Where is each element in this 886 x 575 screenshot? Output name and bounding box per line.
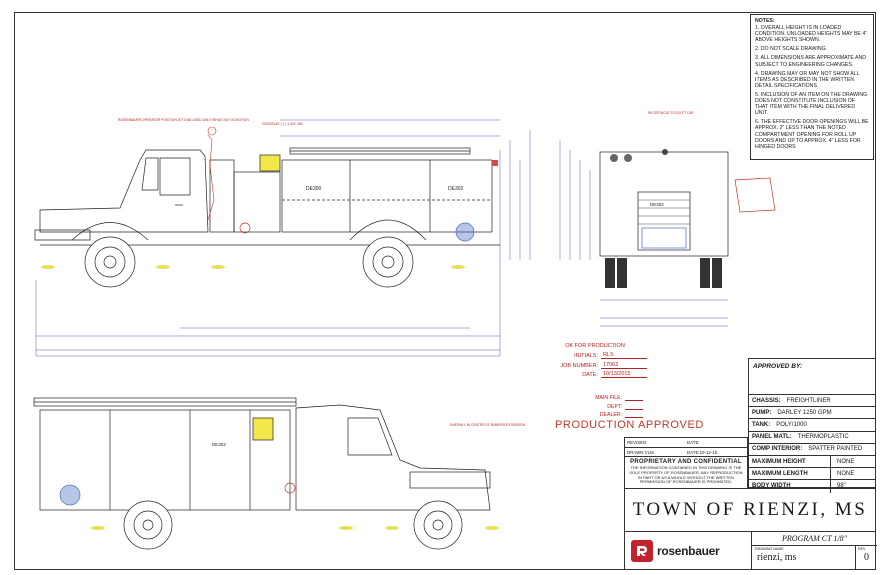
proprietary-body: THE INFORMATION CONTAINED IN THIS DRAWIN… [629,465,743,485]
tank-label: TANK: [752,421,771,428]
drawing-name-caption: DRAWING NAME [755,547,784,551]
rear-compartment [637,191,691,251]
job-number-value: 17062 [601,362,647,369]
yellow-tank-fill [259,154,281,172]
panel-value: THERMOPLASTIC [797,434,849,441]
initials-label: INITIALS: [574,353,598,359]
main-file-label: MAIN FILE: [595,395,622,401]
spec-table: APPROVED BY: CHASSIS: FREIGHTLINER PUMP: D… [748,358,876,493]
pump-label: PUMP: [752,409,772,416]
rev-value: 0 [864,552,869,563]
cab-door [159,157,191,196]
initials-value: RLS [601,352,647,359]
rev-caption: REV [858,547,866,551]
cab-lower [295,404,491,511]
body-width-label: BODY WIDTH [752,483,791,490]
yellow-tank-lower [252,417,274,441]
pump-panel [233,171,281,233]
production-approved-stamp: PRODUCTION APPROVED [555,419,704,431]
crosslay-callout: CROSSLAY ( 1 ) 1-3/4" 150' [262,122,303,126]
chassis-label: CHASSIS: [752,397,781,404]
cab-window-lower [347,417,393,456]
bumper-callout: KNEEHILL IN CENTER OF BUMPER EXTENSION [450,423,526,427]
note-5: 5. INCLUSION OF AN ITEM ON THE DRAWING D… [755,91,868,117]
max-height-value: NONE [830,455,854,468]
panel-label: PANEL MATL: [752,434,792,441]
rosenbauer-logo: rosenbauer [631,540,739,562]
rosenbauer-wordmark: rosenbauer [657,544,720,558]
dept-label: DEPT: [607,403,622,410]
customer-title: TOWN OF RIENZI, MS [624,488,876,532]
rear-step [641,227,687,249]
drawing-name-value: rienzi, ms [757,552,797,563]
notes-box: NOTES: 1. OVERALL HEIGHT IS IN LOADED CO… [750,14,874,160]
hood-lower [409,471,491,489]
max-height-label: MAXIMUM HEIGHT [752,458,806,465]
date-value: 10/13/2015 [601,371,647,378]
front-wheel [84,236,136,288]
revision-table: REVISED DATE: DRAWN VLM DATE:10-12-15 [624,437,748,457]
chassis-value: FREIGHTLINER [786,397,831,404]
dealer-value [625,412,643,418]
max-length-value: NONE [830,468,854,480]
rosenbauer-mark-icon [631,540,653,562]
drawing-sheet [14,12,876,570]
cab-window [141,157,159,191]
dealer-label: DEALER: [599,412,622,418]
body-width-value: 98" [830,480,846,493]
revision-number: REV 0 [855,546,877,570]
note-4: 4. DRAWING MAY OR MAY NOT SHOW ALL ITEMS… [755,70,860,89]
revised-date-label: DATE: [687,440,700,445]
compartment-label-side: DE300 [306,186,322,192]
comp-interior-label: COMP INTERIOR: [752,446,803,453]
rear-body [599,151,729,257]
drawn-date: DATE:10-12-15 [687,450,718,455]
comp-interior-value: SPATTER PAINTED [808,446,863,453]
receptacle-callout: RECEPTACLE TO GO FT CAP [648,111,695,115]
production-title: OK FOR PRODUCTION [565,343,625,349]
main-file-value [625,395,643,401]
rear-dimensions [559,140,728,327]
rear-view [599,149,776,288]
notes-heading: NOTES: [755,18,775,24]
approved-by: APPROVED BY: [749,359,875,395]
proprietary-notice: PROPRIETARY AND CONFIDENTIAL THE INFORMA… [624,457,748,489]
title-block-footer: rosenbauer PROGRAM CT 1/8" DRAWING NAME … [624,532,877,570]
note-1: 1. OVERALL HEIGHT IS IN LOADED CONDITION… [755,25,868,44]
operator-callout: ROSENBAUER OPERATOR POSITION IS TO BE US… [118,118,249,122]
side-dimensions [35,119,531,357]
side-view-driver [34,126,500,288]
dept-value [625,404,643,410]
compartment-label-lower: DE302 [212,442,226,447]
front-wheel-lower [413,500,463,550]
drawn-label: DRAWN VLM [627,450,654,455]
rear-compartment-label: DE302 [650,202,664,207]
date-label: DATE: [582,372,598,378]
proprietary-title: PROPRIETARY AND CONFIDENTIAL [630,459,742,465]
rear-wheel-lower [123,500,173,550]
drawing-name: DRAWING NAME rienzi, ms [751,546,855,570]
job-number-label: JOB NUMBER: [560,362,598,369]
revised-label: REVISED [627,440,647,445]
program-label: PROGRAM CT 1/8" [751,532,877,546]
body [281,159,493,233]
note-6: 6. THE EFFECTIVE DOOR OPENINGS WILL BE A… [755,119,869,150]
file-info: MAIN FILE: DEPT: DEALER: [586,395,643,421]
max-length-label: MAXIMUM LENGTH [752,470,808,477]
note-3: 3. ALL DIMENSIONS ARE APPROXIMATE AND SU… [755,55,866,68]
pump-value: DARLEY 1250 GPM [777,409,832,416]
rear-wheel [362,236,414,288]
compartment-label-side-2: DE302 [448,186,464,192]
cab-outline [39,149,209,233]
tank-value: POLY/1000 [776,421,807,428]
side-view-officer [33,397,499,550]
note-2: 2. DO NOT SCALE DRAWING. [755,46,828,53]
production-approval: OK FOR PRODUCTION INITIALS:RLS JOB NUMBE… [540,343,650,381]
bumper [34,229,91,241]
